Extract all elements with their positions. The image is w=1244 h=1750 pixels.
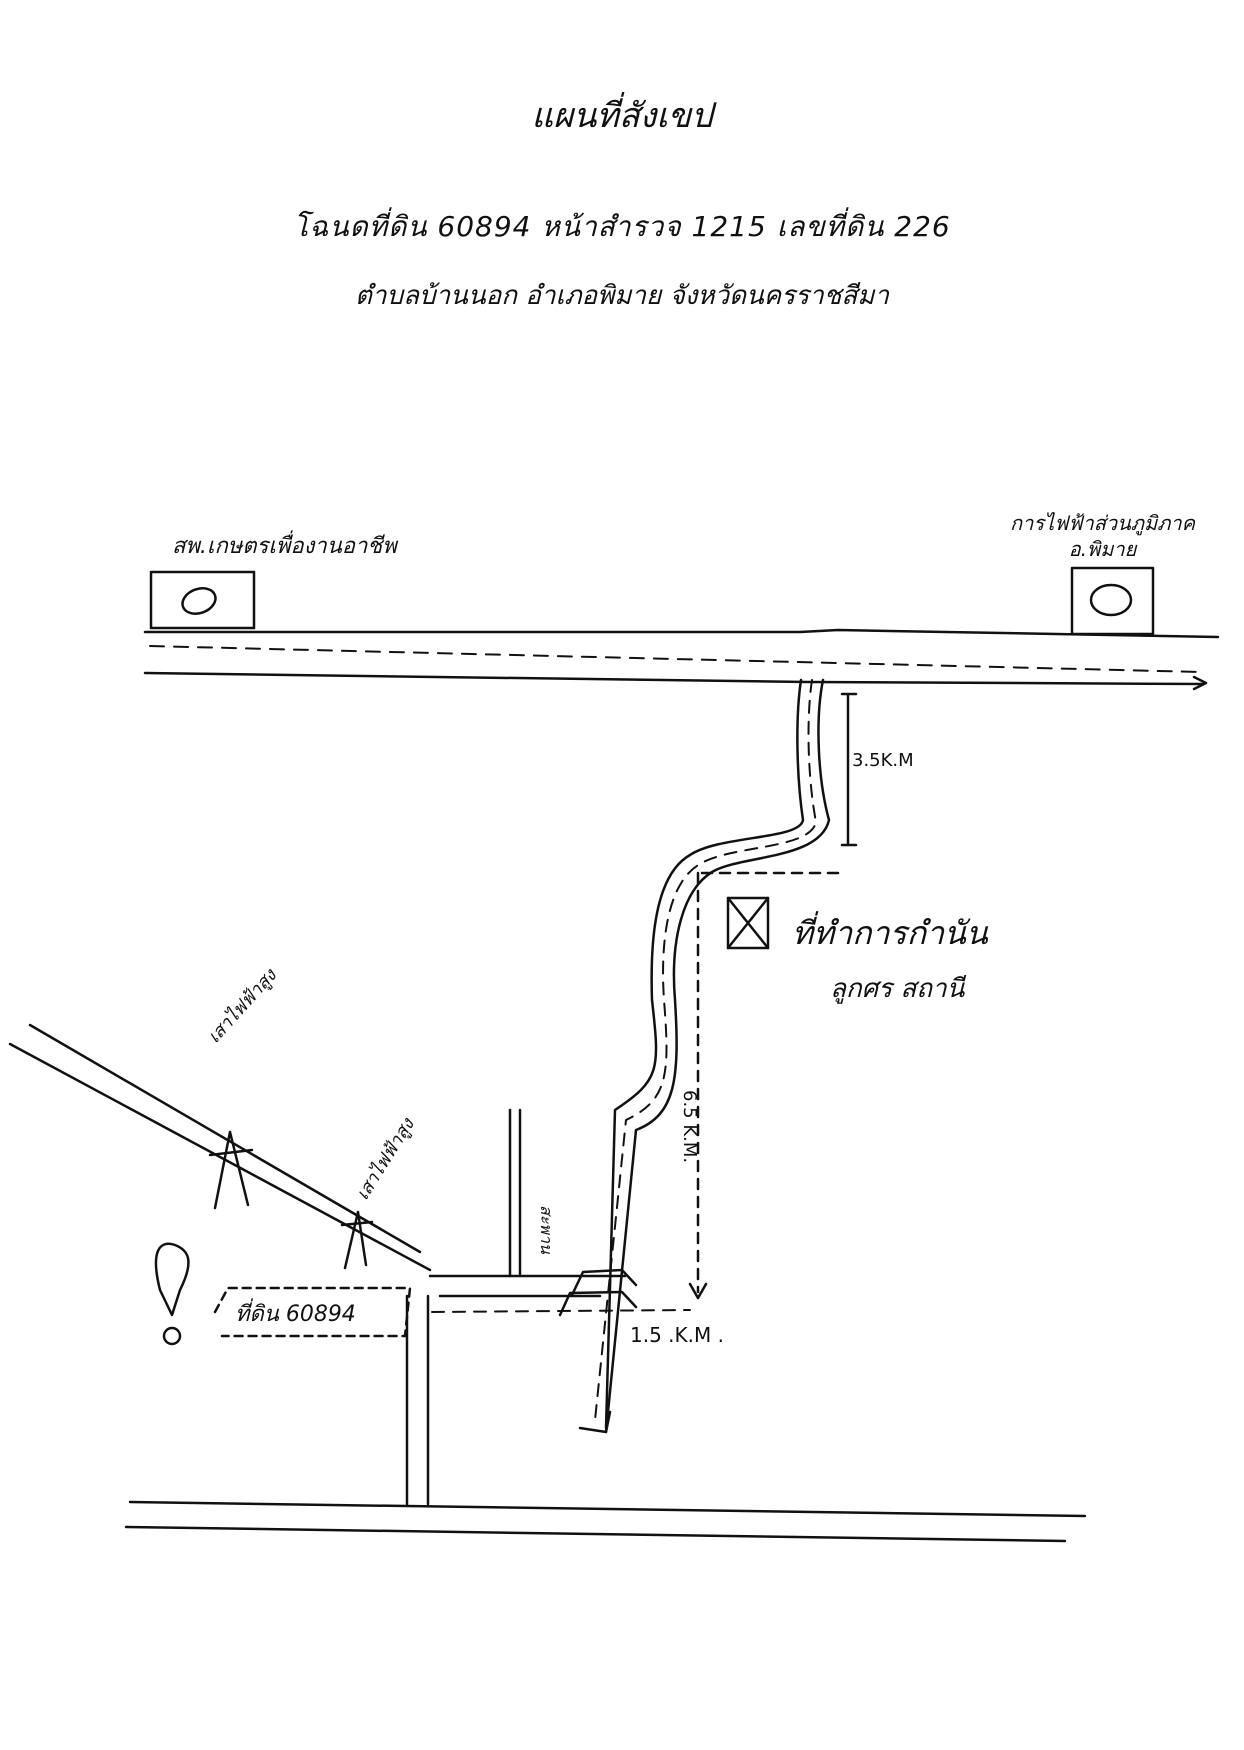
site-office-box bbox=[726, 896, 770, 950]
address-info: ตำบลบ้านนอก อำเภอพิมาย จังหวัดนครราชสีมา bbox=[355, 281, 889, 311]
distance-label-bottom: 1.5 .K.M . bbox=[630, 1323, 724, 1347]
electricity-office-marker bbox=[1089, 583, 1133, 617]
bottom-road-bottom-edge bbox=[124, 1525, 1067, 1543]
school-building-marker bbox=[181, 587, 217, 615]
bridge-top-rail bbox=[570, 1268, 638, 1297]
diagonal-road-lower-edge bbox=[28, 1023, 422, 1254]
site-office-label: ที่ทำการกำนัน bbox=[792, 914, 988, 952]
distance-label-top: 3.5K.M bbox=[852, 750, 914, 771]
bridge-bottom-rail bbox=[558, 1290, 638, 1317]
distance-marker-top bbox=[840, 692, 858, 847]
branch-road-right-edge bbox=[604, 678, 831, 1434]
electricity-office-name: การไฟฟ้าส่วนภูมิภาค bbox=[1010, 511, 1195, 535]
site-office-sublabel: ลูกศร สถานี bbox=[830, 974, 965, 1004]
school-building bbox=[149, 570, 256, 630]
plot-box bbox=[213, 1286, 412, 1338]
location-pin-dot bbox=[162, 1326, 182, 1346]
deed-info: โฉนดที่ดิน 60894 หน้าสำรวจ 1215 เลขที่ดิ… bbox=[293, 210, 951, 243]
bridge-label: สะพาน bbox=[537, 1205, 556, 1254]
map-title: แผนที่สังเขป bbox=[531, 96, 713, 136]
main-road-centerline bbox=[149, 645, 1201, 673]
main-road-bottom-edge bbox=[143, 671, 1205, 686]
branch-road-end bbox=[578, 1410, 612, 1434]
electricity-office-building bbox=[1070, 566, 1155, 636]
distance-label-middle: 6.5 K.M. bbox=[679, 1090, 700, 1164]
electricity-office-label: การไฟฟ้าส่วนภูมิภาค อ.พิมาย bbox=[1010, 510, 1195, 562]
school-label: สพ.เกษตรเพื่องานอาชีพ bbox=[172, 534, 397, 559]
site-office-cross bbox=[726, 896, 770, 950]
branch-road-left-edge bbox=[604, 678, 805, 1430]
bottom-road-top-edge bbox=[128, 1500, 1087, 1518]
power-pole-2-icon bbox=[340, 1210, 374, 1270]
main-road-arrow bbox=[1192, 675, 1208, 691]
plot-label: ที่ดิน 60894 bbox=[235, 1302, 356, 1327]
distance-guide-arrow bbox=[688, 1282, 708, 1300]
electricity-office-district: อ.พิมาย bbox=[1068, 537, 1137, 561]
main-road-top-edge bbox=[143, 628, 1220, 639]
power-pole-1-icon bbox=[208, 1130, 254, 1210]
branch-road-centerline bbox=[594, 679, 817, 1421]
location-pin-icon bbox=[154, 1242, 190, 1317]
